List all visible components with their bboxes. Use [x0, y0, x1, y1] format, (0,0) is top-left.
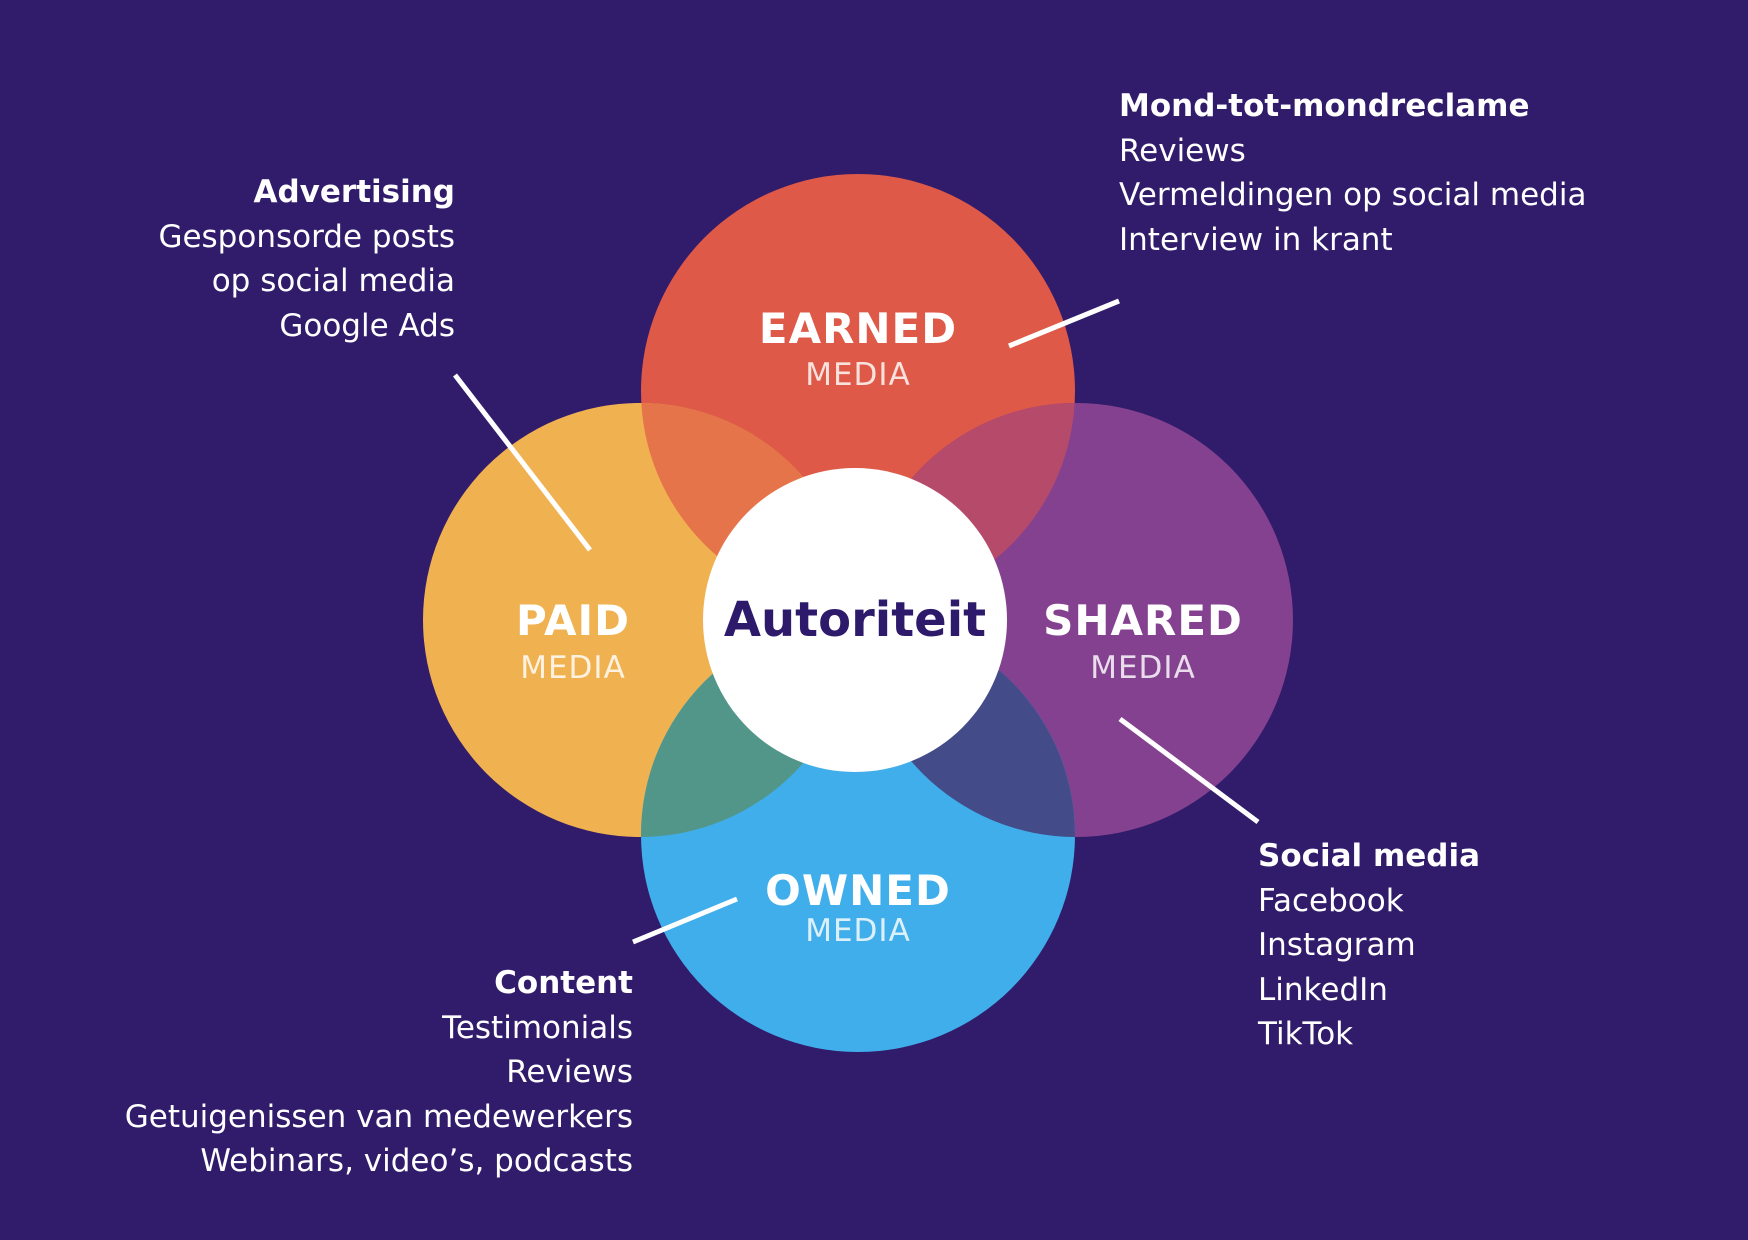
social-heading: Social media	[1258, 838, 1481, 874]
callout-item: Testimonials	[442, 1009, 633, 1046]
callout-item: Vermeldingen op social media	[1119, 177, 1587, 213]
content-heading: Content	[494, 965, 633, 1001]
center-circle	[703, 468, 1007, 772]
callout-item: TikTok	[1258, 1016, 1354, 1052]
callout-item: op social media	[211, 263, 455, 299]
callout-item: LinkedIn	[1258, 971, 1388, 1008]
callout-item: Webinars, video’s, podcasts	[200, 1143, 633, 1179]
earned-shared-overlap	[859, 403, 1075, 608]
earned-title: EARNED	[759, 304, 957, 353]
earned-heading: Mond-tot-mondreclame	[1119, 88, 1530, 124]
callout-item: Facebook	[1258, 882, 1404, 919]
owned-subtitle: MEDIA	[805, 913, 911, 949]
callout-item: Gesponsorde posts	[158, 218, 455, 255]
earned-paid-overlap	[641, 403, 857, 608]
content-callout: Content Testimonials Reviews Getuigeniss…	[125, 961, 633, 1184]
callout-item: Reviews	[506, 1054, 633, 1090]
center-label: Autoriteit	[724, 592, 986, 648]
callout-item: Google Ads	[279, 307, 455, 344]
advertising-connector-line	[453, 373, 592, 552]
shared-owned-overlap	[859, 618, 1075, 837]
callout-item: Reviews	[1119, 132, 1246, 169]
owned-title: OWNED	[765, 866, 951, 915]
earned-callout: Mond-tot-mondreclame Reviews Vermeldinge…	[1119, 84, 1586, 262]
callout-item: Instagram	[1258, 927, 1416, 963]
callout-item: Getuigenissen van medewerkers	[124, 1098, 633, 1135]
social-callout: Social media Facebook Instagram LinkedIn…	[1258, 834, 1480, 1057]
shared-subtitle: MEDIA	[1090, 650, 1196, 686]
paid-subtitle: MEDIA	[520, 650, 626, 686]
advertising-heading: Advertising	[253, 174, 456, 210]
earned-subtitle: MEDIA	[805, 357, 911, 393]
social-connector-line	[1118, 716, 1260, 825]
advertising-callout: Advertising Gesponsorde posts op social …	[158, 170, 455, 348]
earned-connector-line	[1008, 298, 1120, 349]
paid-owned-overlap	[641, 618, 857, 837]
callout-item: Interview in krant	[1119, 221, 1393, 258]
shared-title: SHARED	[1043, 596, 1243, 645]
content-connector-line	[632, 896, 738, 945]
paid-title: PAID	[516, 596, 630, 645]
